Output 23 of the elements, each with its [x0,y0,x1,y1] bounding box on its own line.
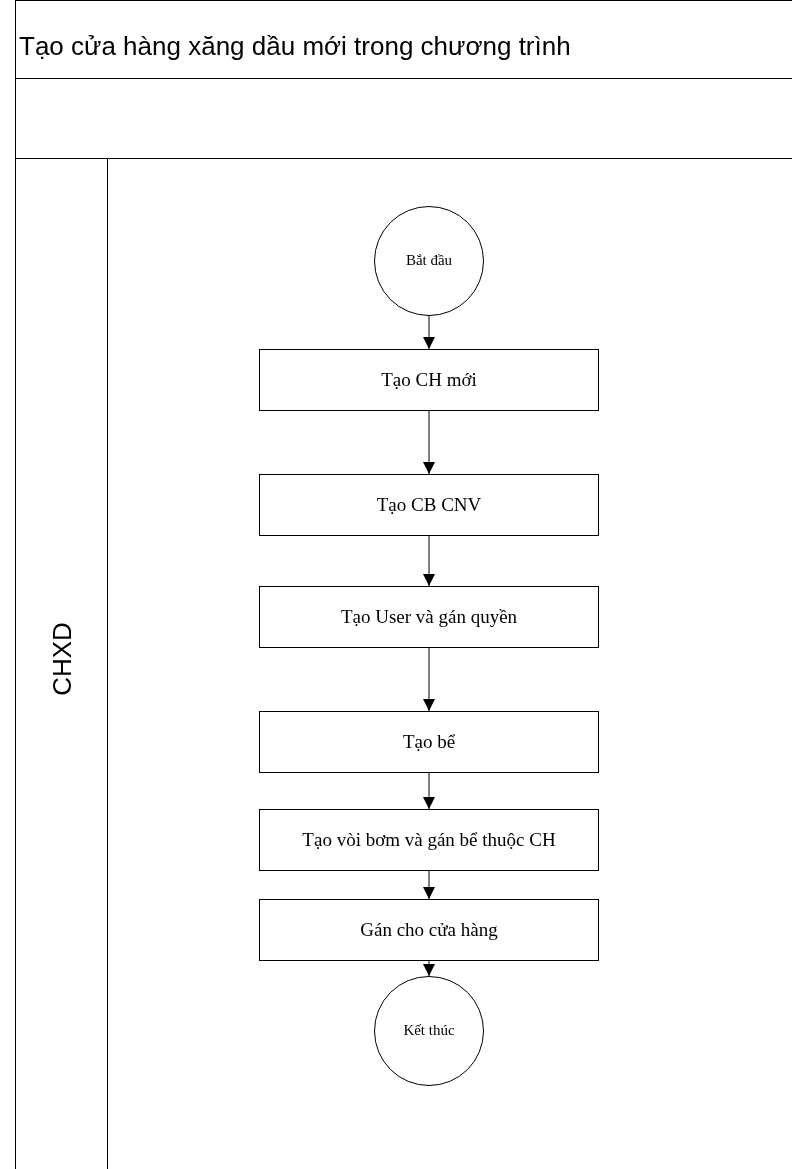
process-box [259,586,599,648]
node-label: Bắt đầu [404,251,454,271]
lane-label: CHXD [46,622,78,696]
node-label: Tạo User và gán quyền [339,604,519,629]
process-box [259,474,599,536]
title: Tạo cửa hàng xăng dầu mới trong chương trình [16,1,792,79]
node-label: Kết thúc [402,1021,456,1041]
arrow [423,870,435,900]
arrow [423,960,435,977]
process-box [259,349,599,411]
arrow [423,772,435,810]
node-label: Tạo CB CNV [375,492,483,517]
arrow [423,410,435,475]
node-label: Tạo bể [401,729,457,754]
process-box [259,899,599,961]
process-box [259,711,599,773]
node-label: Tạo CH mới [380,367,478,392]
arrow [423,535,435,587]
arrow [423,315,435,350]
node-label: Tạo vòi bơm và gán bể thuộc CH [301,827,557,852]
arrow [423,647,435,712]
process-box [259,809,599,871]
node-label: Gán cho cửa hàng [359,917,499,942]
